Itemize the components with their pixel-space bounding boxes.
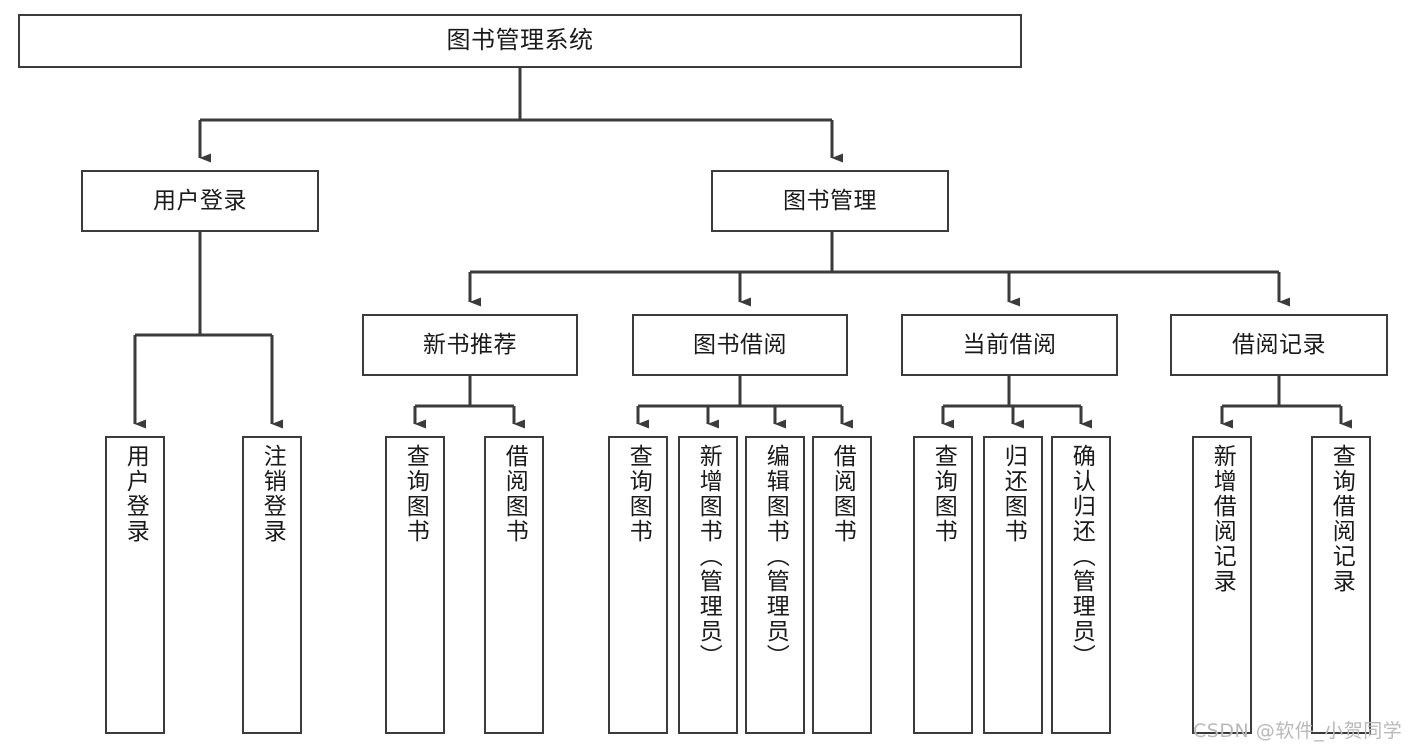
leaf-label: 用户登录: [122, 444, 149, 544]
leaf-label: 编辑图书（管理员）: [762, 444, 789, 669]
node-user-login[interactable]: 用户登录: [81, 170, 319, 232]
leaf-label: 借阅图书: [829, 444, 856, 544]
node-book-management-label: 图书管理: [783, 187, 877, 214]
leaf-node[interactable]: 注销登录: [242, 436, 302, 734]
node-root-system[interactable]: 图书管理系统: [18, 14, 1022, 68]
leaf-label: 归还图书: [1000, 444, 1027, 544]
leaf-label: 查询图书: [402, 444, 429, 544]
node-book-borrow-label: 图书借阅: [693, 331, 787, 358]
leaf-node[interactable]: 确认归还（管理员）: [1051, 436, 1111, 734]
leaf-node[interactable]: 新增借阅记录: [1192, 436, 1252, 734]
leaf-label: 新增借阅记录: [1209, 444, 1236, 594]
node-borrow-record[interactable]: 借阅记录: [1170, 314, 1388, 376]
leaf-node[interactable]: 查询图书: [385, 436, 445, 734]
leaf-label: 注销登录: [259, 444, 286, 544]
leaf-node[interactable]: 用户登录: [105, 436, 165, 734]
node-new-book-recommend[interactable]: 新书推荐: [362, 314, 578, 376]
leaf-node[interactable]: 借阅图书: [812, 436, 872, 734]
node-borrow-record-label: 借阅记录: [1232, 331, 1326, 358]
leaf-node[interactable]: 查询图书: [608, 436, 668, 734]
leaf-node[interactable]: 查询借阅记录: [1311, 436, 1371, 734]
leaf-label: 查询图书: [930, 444, 957, 544]
leaf-label: 查询图书: [625, 444, 652, 544]
node-new-book-recommend-label: 新书推荐: [423, 331, 517, 358]
leaf-node[interactable]: 查询图书: [913, 436, 973, 734]
leaf-node[interactable]: 归还图书: [983, 436, 1043, 734]
node-book-borrow[interactable]: 图书借阅: [632, 314, 848, 376]
node-book-management[interactable]: 图书管理: [711, 170, 949, 232]
leaf-label: 借阅图书: [501, 444, 528, 544]
node-current-borrow-label: 当前借阅: [962, 331, 1057, 358]
node-current-borrow[interactable]: 当前借阅: [901, 314, 1118, 376]
leaf-label: 新增图书（管理员）: [695, 444, 722, 669]
leaf-node[interactable]: 新增图书（管理员）: [678, 436, 738, 734]
leaf-node[interactable]: 借阅图书: [484, 436, 544, 734]
leaf-node[interactable]: 编辑图书（管理员）: [745, 436, 805, 734]
csdn-watermark: CSDN @软件_小贺同学: [1193, 720, 1403, 742]
node-root-label: 图书管理系统: [446, 26, 594, 55]
leaf-label: 确认归还（管理员）: [1068, 444, 1095, 669]
leaf-label: 查询借阅记录: [1328, 444, 1355, 594]
node-user-login-label: 用户登录: [153, 187, 247, 214]
